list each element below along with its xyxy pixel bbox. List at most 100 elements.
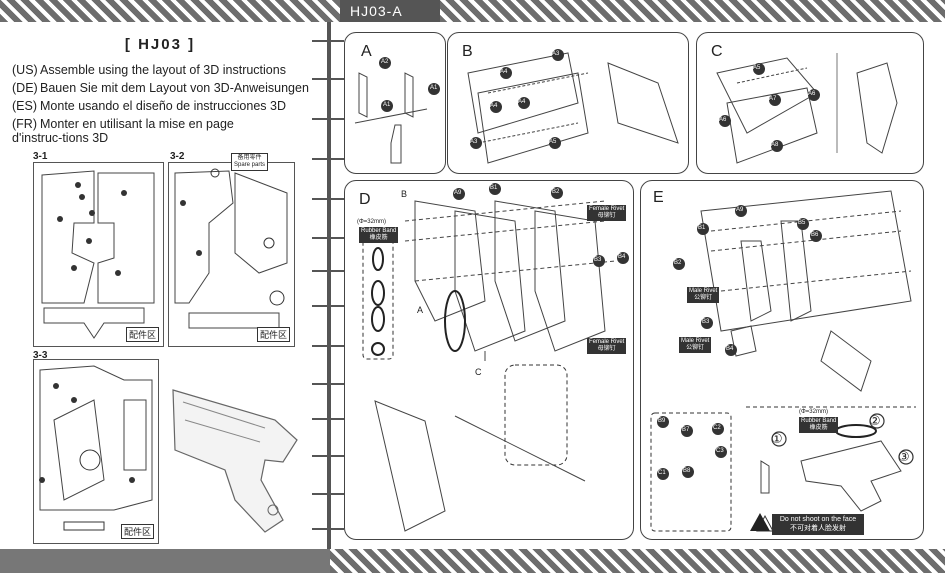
panel-e-label: E <box>653 189 664 206</box>
callout-a4: A4 <box>518 99 526 105</box>
callout-b3: B3 <box>702 319 710 325</box>
bottom-stripe <box>330 549 945 573</box>
page-title: [ HJ03 ] <box>124 36 196 53</box>
spine-tick <box>312 237 344 239</box>
panel-c-drawing <box>716 53 898 164</box>
callout-b2: B2 <box>552 189 560 195</box>
top-stripe-right <box>340 0 945 22</box>
instruction-de: (DE)Bauen Sie mit dem Layout von 3D-Anwe… <box>12 81 309 95</box>
callout-a4: A4 <box>490 103 498 109</box>
model-code-label: HJ03-A <box>340 0 440 22</box>
callout-b7: B7 <box>682 427 690 433</box>
sheet-3-3-drawing <box>39 365 153 531</box>
callout-b3: B3 <box>594 257 602 263</box>
instruction-es: (ES)Monte usando el diseño de instruccio… <box>12 99 286 113</box>
callout-a1: A1 <box>383 102 391 108</box>
panel-a-drawing <box>354 57 440 164</box>
callout-a8: A8 <box>771 142 779 148</box>
spine-tick <box>312 305 344 307</box>
callout-c3: C3 <box>716 448 724 454</box>
callout-a1: A1 <box>430 85 438 91</box>
step-1: ① <box>771 431 783 446</box>
callout-a6: A6 <box>719 117 727 123</box>
panel-b-label: B <box>462 43 473 60</box>
callout-a6: A6 <box>808 91 816 97</box>
parts-area-tag: 配件区 <box>120 524 154 539</box>
callout-b1: B1 <box>490 185 498 191</box>
sheet-3-2-drawing <box>174 168 288 329</box>
callout-b4: B4 <box>726 346 734 352</box>
spine-tick <box>312 418 344 420</box>
assembled-gun-illustration <box>172 389 298 533</box>
instruction-us: (US)Assemble using the layout of 3D inst… <box>12 63 286 77</box>
spine-tick <box>312 118 344 120</box>
callout-a5: A5 <box>549 139 557 145</box>
rubber-band-size: (Φ=32mm) <box>357 219 386 225</box>
callout-a3: A3 <box>470 139 478 145</box>
spine-tick <box>312 493 344 495</box>
panel-a: A A2 A1 A1 <box>344 32 446 174</box>
step-2: ② <box>869 413 881 428</box>
callout-a7: A7 <box>769 96 777 102</box>
callout-c2: C2 <box>713 425 721 431</box>
rubber-band-size: (Φ=32mm) <box>799 409 828 415</box>
spine-tick <box>312 198 344 200</box>
callout-b1: B1 <box>698 225 706 231</box>
instruction-fr: (FR)Monter en utilisant la mise en page … <box>12 117 234 145</box>
callout-b: B <box>401 189 408 199</box>
panel-d: D B A9 B1 B2 B3 B4 A C (Φ=32mm) Rubber B… <box>344 180 634 540</box>
panel-c-label: C <box>711 43 723 60</box>
parts-area-tag: 配件区 <box>125 327 159 342</box>
callout-a5: A5 <box>753 65 761 71</box>
sheet-label: 3-2 <box>170 151 185 162</box>
spine-tick <box>312 270 344 272</box>
callout-a2: A2 <box>381 59 389 65</box>
spine-tick <box>312 40 344 42</box>
callout-a4: A4 <box>500 69 508 75</box>
sheet-3-1-drawing <box>41 170 155 339</box>
callout-b2: B2 <box>674 260 682 266</box>
callout-c1: C1 <box>658 470 666 476</box>
spine-tick <box>312 455 344 457</box>
panel-b: B A3 A4 A4 A4 A3 A5 <box>447 32 689 174</box>
spine-tick <box>312 528 344 530</box>
callout-a9: A9 <box>736 207 744 213</box>
spine-tick <box>312 383 344 385</box>
callout-a: A <box>417 305 424 315</box>
page-spine <box>327 22 331 549</box>
callout-b8: B8 <box>683 468 691 474</box>
callout-b4: B4 <box>618 254 626 260</box>
spine-tick <box>312 345 344 347</box>
panel-d-drawing <box>362 183 629 532</box>
panel-e-drawing <box>650 190 916 532</box>
bottom-bar <box>0 549 945 573</box>
sheet-label: 3-3 <box>33 350 48 361</box>
callout-b6: B6 <box>811 232 819 238</box>
callout-a9: A9 <box>454 190 462 196</box>
spine-tick <box>312 158 344 160</box>
callout-b9: B9 <box>658 418 666 424</box>
callout-c: C <box>475 367 482 377</box>
spine-tick <box>312 78 344 80</box>
sheet-label: 3-1 <box>33 151 48 162</box>
callout-a3: A3 <box>552 51 560 57</box>
panel-c: C A5 A6 A7 A6 A8 <box>696 32 924 174</box>
panel-b-drawing <box>467 49 679 164</box>
top-stripe-bar: HJ03-A <box>0 0 945 22</box>
warning-icon <box>750 513 770 531</box>
parts-area-tag: 配件区 <box>256 327 290 342</box>
part-sheet-3-3: 配件区 <box>33 359 159 544</box>
step-3: ③ <box>898 449 910 464</box>
callout-b5: B5 <box>798 220 806 226</box>
part-sheet-3-1: 配件区 <box>33 162 164 347</box>
